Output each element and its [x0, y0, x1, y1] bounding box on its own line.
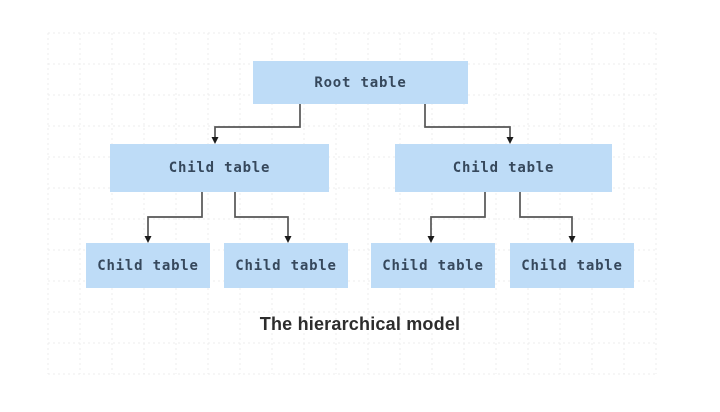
connector-root-to-child-right: [424, 104, 514, 144]
node-child-table-leaf-4-label: Child table: [521, 257, 623, 274]
node-child-table-leaf-2: Child table: [224, 243, 348, 288]
node-child-table-leaf-2-label: Child table: [235, 257, 337, 274]
connector-childright-to-leaf-4: [519, 192, 576, 243]
node-child-table-leaf-3: Child table: [371, 243, 495, 288]
node-child-table-leaf-1-label: Child table: [97, 257, 199, 274]
node-child-table-left-label: Child table: [168, 160, 271, 176]
node-child-table-leaf-1: Child table: [86, 243, 210, 288]
node-root-table: Root table: [253, 61, 468, 104]
connector-childleft-to-leaf-1: [144, 192, 203, 243]
node-child-table-left: Child table: [110, 144, 329, 192]
node-child-table-leaf-4: Child table: [510, 243, 634, 288]
diagram-caption: The hierarchical model: [259, 314, 461, 334]
connector-childleft-to-leaf-2: [234, 192, 292, 243]
node-child-table-leaf-3-label: Child table: [382, 257, 484, 274]
node-child-table-right: Child table: [395, 144, 612, 192]
node-root-table-label: Root table: [314, 74, 407, 91]
connector-childright-to-leaf-3: [427, 192, 486, 243]
node-child-table-right-label: Child table: [452, 160, 555, 176]
connector-root-to-child-left: [211, 104, 301, 144]
